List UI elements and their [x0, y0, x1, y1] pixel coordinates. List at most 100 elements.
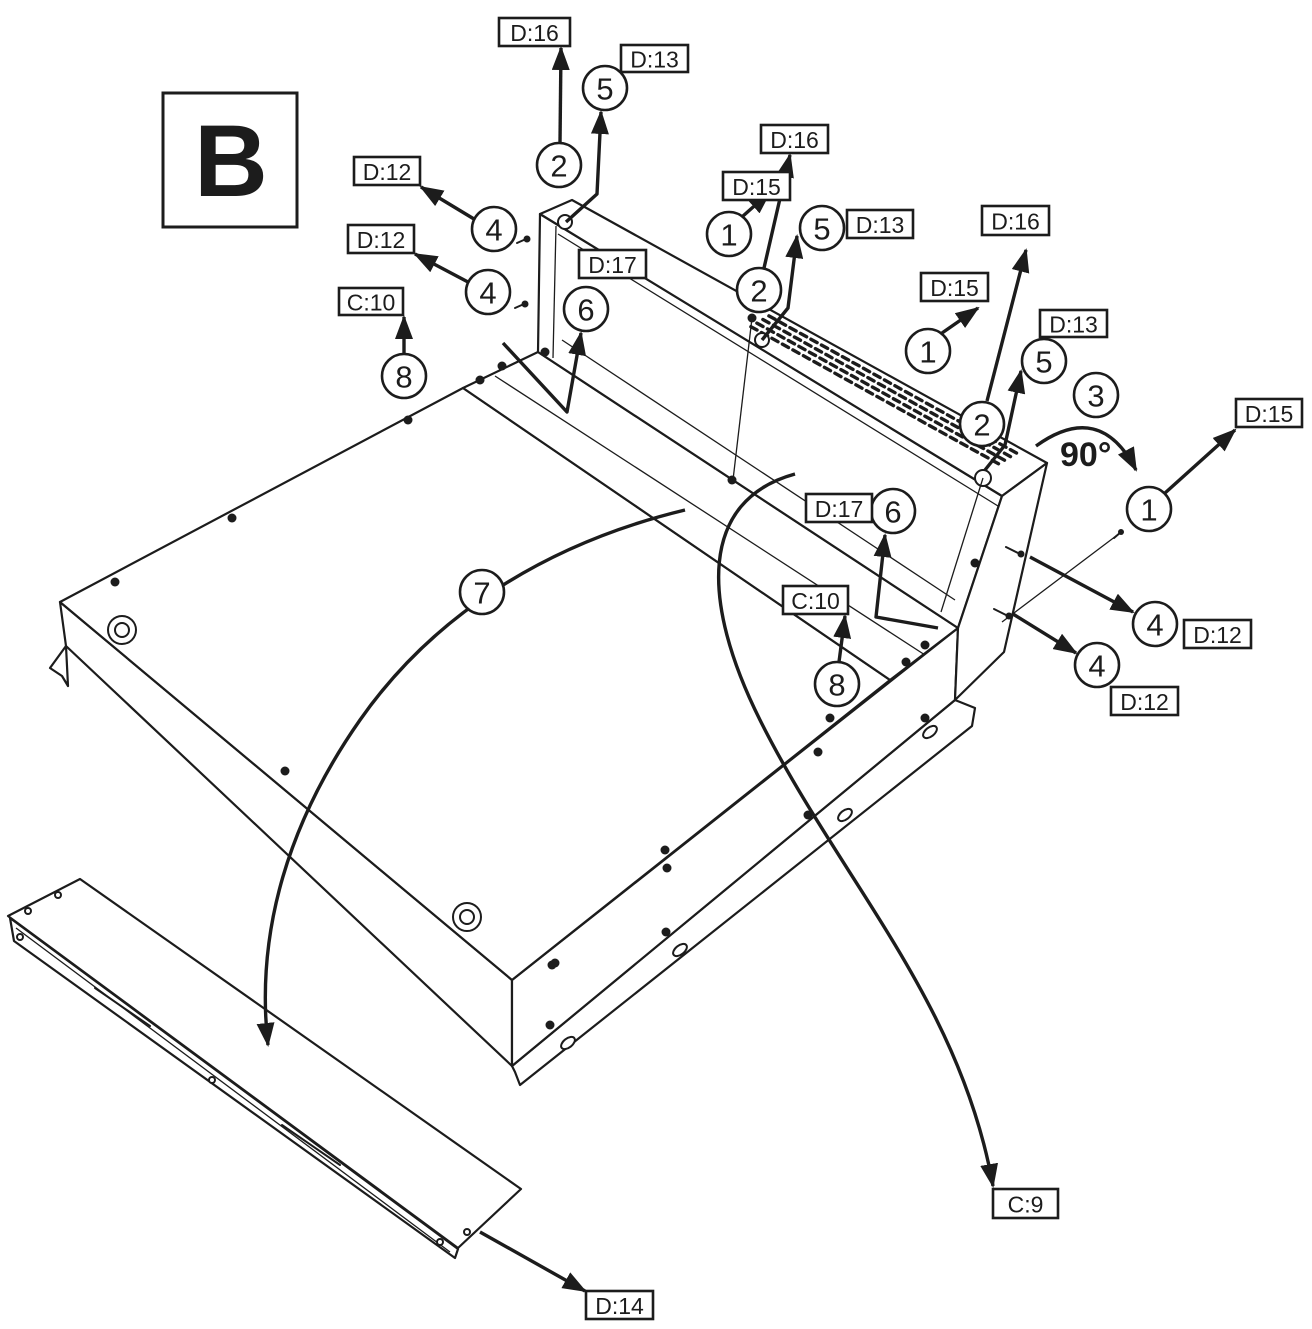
vent-slot: [924, 401, 935, 409]
reference-tag: D:15: [919, 271, 990, 303]
vent-slot: [801, 354, 812, 361]
step-number: 6: [577, 293, 594, 328]
screw-path-line: [940, 477, 984, 613]
strip-panel-hole: [16, 933, 24, 941]
strip-panel-slot: [281, 1124, 341, 1166]
vent-slot: [893, 384, 903, 391]
reference-tag: C:9: [991, 1187, 1060, 1220]
step-marker-2: 2: [735, 266, 783, 314]
reference-tag-frame: [991, 1187, 1060, 1220]
step-number: 5: [1035, 345, 1052, 380]
step-circle: [1072, 371, 1120, 419]
callout-arrows: [256, 46, 1237, 1293]
flange-slot: [560, 1035, 576, 1051]
step-number: 3: [1087, 379, 1104, 414]
reference-tag-frame: [759, 123, 830, 155]
vent-slot: [896, 406, 906, 414]
arrow-step-8-to-c10: [833, 614, 852, 663]
reference-tag: D:16: [759, 123, 830, 155]
screw-path-line: [732, 317, 753, 481]
vent-slot: [927, 423, 938, 431]
vent-slot: [819, 343, 830, 351]
step-circle: [798, 204, 846, 252]
reference-tag-label: D:12: [363, 159, 412, 185]
vent-slot: [887, 387, 897, 395]
strip-panel-slot: [94, 987, 151, 1027]
vent-slot: [797, 344, 807, 352]
screw-head: [1005, 612, 1013, 620]
vent-slot: [918, 405, 929, 412]
step-number: 1: [919, 335, 936, 370]
step-number: 2: [550, 149, 567, 184]
rotation-angle-label: 90°: [1060, 436, 1111, 474]
screw-head: [521, 300, 529, 308]
vent-slot: [830, 349, 840, 356]
step-number: 4: [479, 276, 496, 311]
vent-slot: [954, 431, 965, 439]
arrow-to-step-6: [501, 331, 587, 414]
reference-tag: C:10: [337, 286, 405, 317]
vent-slot: [897, 393, 908, 401]
strip-panel-hole: [463, 1228, 471, 1236]
reference-tag: D:13: [619, 43, 690, 74]
vent-slot: [788, 325, 798, 333]
vent-slot: [935, 407, 945, 414]
step-marker-5: 5: [798, 204, 846, 252]
step-number: 1: [1140, 493, 1157, 528]
reference-tag-frame: [352, 155, 422, 187]
screw-hole: [227, 513, 237, 523]
screw-icon: [1005, 546, 1025, 558]
arrow-to-c9: [717, 472, 999, 1188]
vent-slot: [828, 362, 839, 369]
step-marker-6: 6: [869, 487, 917, 535]
reference-tag-label: D:15: [732, 174, 781, 200]
vent-slot: [996, 455, 1007, 462]
screw-hole: [813, 747, 823, 757]
vent-slot: [767, 314, 777, 321]
vent-slot: [881, 391, 891, 398]
reference-tag-label: D:13: [1049, 312, 1098, 338]
screw-icon: [516, 235, 531, 244]
step-circle: [904, 327, 952, 375]
vent-slot: [770, 336, 780, 344]
vent-slot: [851, 360, 861, 368]
reference-tag: D:12: [1109, 685, 1180, 717]
reference-tag-frame: [1038, 308, 1109, 339]
screw-hole: [497, 361, 507, 371]
vent-slot: [870, 385, 881, 393]
vent-slot: [876, 381, 887, 389]
step-marker-5: 5: [1020, 337, 1068, 385]
vent-slot: [980, 452, 990, 460]
screw-hole: [727, 475, 737, 485]
screw-shank: [993, 608, 1009, 617]
vent-slot: [944, 426, 954, 433]
strip-panel-hole: [54, 891, 62, 899]
reference-tag: D:13: [1038, 308, 1109, 339]
step-marker-3: 3: [1072, 371, 1120, 419]
hinged-panel-end-face: [953, 461, 1049, 702]
step-marker-4: 4: [1073, 641, 1121, 689]
reference-tag-frame: [497, 16, 572, 48]
vent-slot: [945, 413, 956, 420]
vent-slot: [791, 348, 801, 355]
vent-slot: [839, 367, 849, 375]
screw-hole: [970, 558, 980, 568]
reference-tag-label: D:14: [595, 1293, 644, 1319]
reference-tag-label: D:12: [1193, 622, 1242, 648]
grommet-inner: [459, 909, 475, 925]
reference-tag: D:12: [346, 223, 416, 255]
vent-slot: [807, 350, 818, 358]
vent-slot: [861, 366, 872, 374]
step-number: 8: [395, 360, 412, 395]
screw-hole: [660, 845, 670, 855]
step-marker-8: 8: [813, 660, 861, 708]
arrow-remove-strip-panel: [256, 508, 686, 1047]
step-circle: [581, 64, 629, 112]
screw-hole: [550, 958, 560, 968]
vent-slot: [749, 325, 759, 332]
screw-hole: [280, 766, 290, 776]
vent-slot: [755, 321, 765, 329]
vent-slot: [872, 372, 882, 380]
vent-slot: [777, 320, 788, 327]
vent-slot: [908, 399, 918, 406]
